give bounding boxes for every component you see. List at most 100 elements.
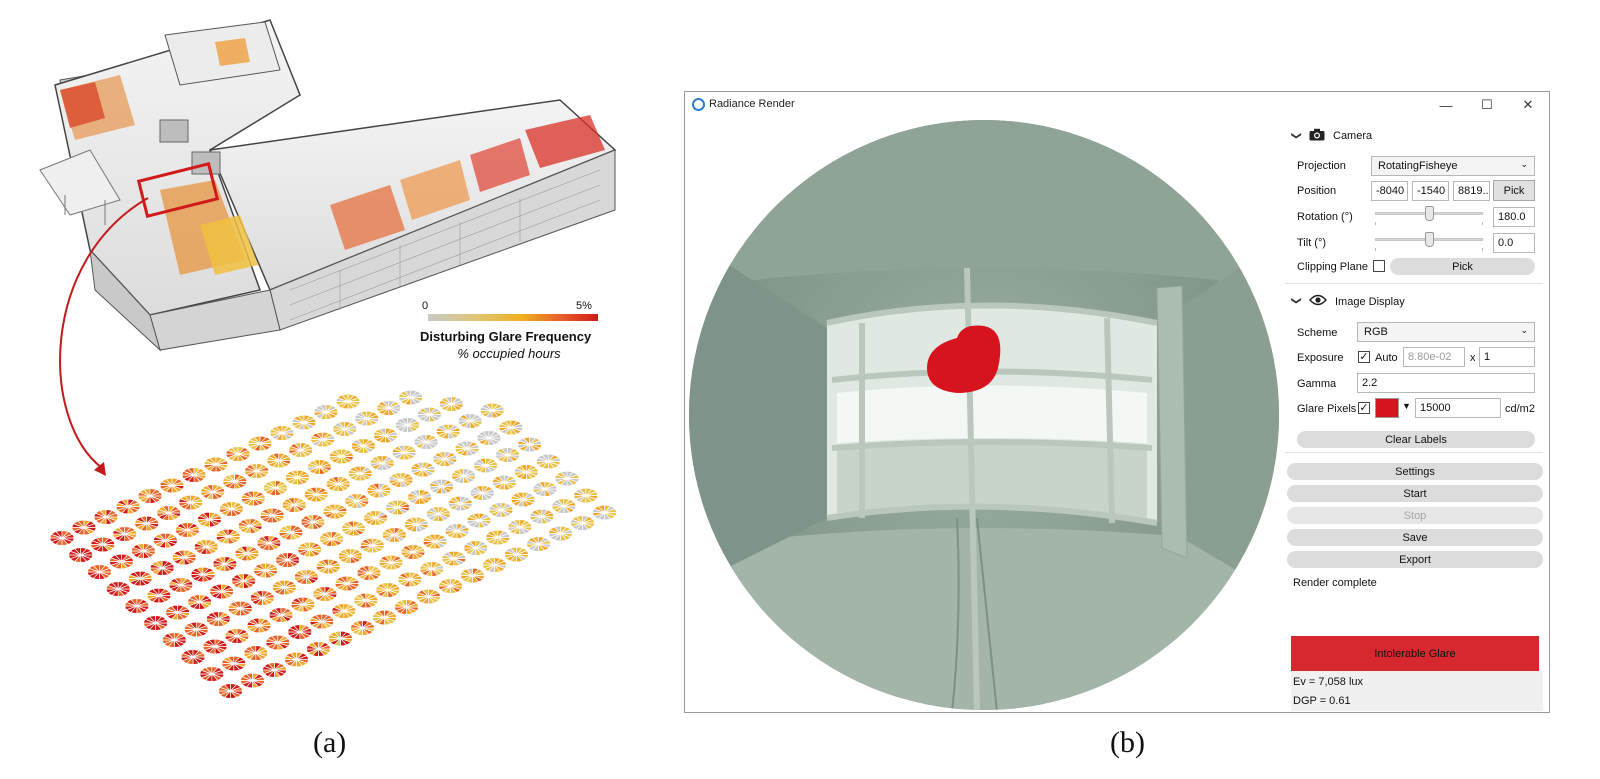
rotation-field[interactable]: 180.0 <box>1493 207 1535 227</box>
tilt-slider-thumb[interactable] <box>1424 232 1434 247</box>
sensor-pie <box>161 632 187 648</box>
fisheye-render-view[interactable] <box>687 118 1283 712</box>
position-x-field[interactable]: -8040 <box>1371 181 1408 201</box>
sensor-pie-slice <box>492 406 505 411</box>
exposure-value-field[interactable]: 8.80e-02 <box>1403 347 1465 367</box>
sensor-pie-slice <box>478 516 492 521</box>
sensor-pie-slice <box>482 488 495 494</box>
sensor-pie-slice <box>507 450 520 456</box>
position-y-field[interactable]: -1540 <box>1412 181 1449 201</box>
sensor-pie-slice <box>252 676 265 681</box>
sensor-pie-slice <box>409 575 423 580</box>
sensor-pie-slice <box>453 554 467 559</box>
sensor-pie <box>526 536 551 552</box>
sensor-pie <box>180 649 206 665</box>
sensor-pie-slice <box>538 539 551 545</box>
scheme-select[interactable]: RGB ⌄ <box>1357 322 1535 342</box>
rotation-slider[interactable] <box>1375 205 1483 225</box>
image-display-section-header[interactable]: ❯ Image Display <box>1291 294 1405 309</box>
export-button[interactable]: Export <box>1287 551 1543 568</box>
sensor-pie <box>309 613 335 630</box>
sensor-pie <box>131 543 156 559</box>
render-status: Render complete <box>1293 577 1377 589</box>
sensor-pie <box>498 419 524 436</box>
glare-color-swatch[interactable] <box>1375 398 1399 418</box>
glare-class-banner: Intolerable Glare <box>1291 636 1539 671</box>
sensor-pie-slice <box>324 589 338 595</box>
sensor-pie-slice <box>246 549 260 554</box>
callout-arrow <box>59 197 149 469</box>
sensor-pie-slice <box>231 504 244 510</box>
exposure-auto-checkbox[interactable]: ✓ <box>1358 351 1370 363</box>
sensor-pie-slice <box>360 469 373 474</box>
divider <box>1285 283 1543 284</box>
sensor-pie <box>510 491 536 508</box>
sensor-pie-slice <box>325 407 339 413</box>
sensor-pie-slice <box>162 563 175 569</box>
gamma-field[interactable]: 2.2 <box>1357 373 1535 393</box>
sensor-pie <box>476 430 502 446</box>
sensor-pie <box>244 463 270 479</box>
window-titlebar[interactable]: Radiance Render — ☐ ✕ <box>685 92 1549 118</box>
sensor-pie <box>193 539 219 555</box>
save-button[interactable]: Save <box>1287 529 1543 546</box>
clipping-pick-button[interactable]: Pick <box>1390 258 1535 275</box>
maximize-button[interactable]: ☐ <box>1481 97 1493 112</box>
sensor-pie-slice <box>363 441 376 447</box>
chevron-down-icon: ⌄ <box>1520 325 1528 335</box>
chevron-down-icon[interactable]: ▼ <box>1402 401 1411 411</box>
sensor-pie-slice <box>224 559 238 565</box>
sensor-pie-slice <box>563 501 577 507</box>
position-pick-button[interactable]: Pick <box>1493 180 1535 201</box>
sensor-pie <box>363 510 388 526</box>
sensor-pie <box>109 553 134 570</box>
sensor-pie <box>429 478 454 495</box>
sensor-pie <box>417 406 442 423</box>
sensor-pie-slice <box>193 470 207 476</box>
clipping-plane-checkbox[interactable] <box>1373 260 1385 272</box>
sensor-pie-slice <box>268 538 282 544</box>
sensor-pie-slice <box>259 439 273 444</box>
sensor-pie-slice <box>158 591 172 596</box>
sensor-pie <box>263 480 288 496</box>
glare-threshold-field[interactable]: 15000 <box>1415 398 1501 418</box>
sensor-pie-slice <box>451 399 464 405</box>
close-button[interactable]: ✕ <box>1522 97 1534 112</box>
sensor-pie <box>454 440 480 457</box>
sensor-pie-slice <box>221 587 234 592</box>
sensor-pie-slice <box>294 500 307 506</box>
sensor-pie-slice <box>230 686 243 692</box>
position-z-field[interactable]: 8819.. <box>1453 181 1490 201</box>
projection-select[interactable]: RotatingFisheye ⌄ <box>1371 156 1535 176</box>
tilt-field[interactable]: 0.0 <box>1493 233 1535 253</box>
rotation-slider-thumb[interactable] <box>1424 206 1434 221</box>
sensor-pie <box>479 402 505 419</box>
scheme-label: Scheme <box>1297 327 1338 339</box>
sensor-pie-slice <box>272 511 285 516</box>
scheme-value: RGB <box>1364 326 1388 338</box>
exposure-multiplier-field[interactable]: 1 <box>1479 347 1535 367</box>
sensor-pie <box>219 501 244 517</box>
sensor-pie <box>247 435 273 452</box>
sensor-pie-slice <box>136 601 150 607</box>
sensor-pie <box>293 569 319 585</box>
sensor-pie <box>353 592 379 609</box>
fisheye-render-image <box>689 120 1279 710</box>
sensor-pie <box>168 577 194 593</box>
sensor-pie <box>249 590 275 606</box>
glare-pixels-checkbox[interactable]: ✓ <box>1358 402 1370 414</box>
legend-min: 0 <box>422 300 429 312</box>
sensor-pie <box>284 651 309 668</box>
camera-section-header[interactable]: ❯ Camera <box>1291 128 1372 144</box>
sensor-pie <box>187 594 212 610</box>
settings-button[interactable]: Settings <box>1287 463 1543 480</box>
clear-labels-button[interactable]: Clear Labels <box>1297 431 1535 448</box>
sensor-pie-slice <box>566 474 580 479</box>
minimize-button[interactable]: — <box>1439 97 1453 113</box>
legend-max: 5% <box>576 300 592 312</box>
tilt-slider[interactable] <box>1375 231 1483 251</box>
sensor-pie-slice <box>321 617 335 622</box>
glare-unit-label: cd/m2 <box>1505 403 1535 415</box>
start-button[interactable]: Start <box>1287 485 1543 502</box>
stop-button[interactable]: Stop <box>1287 507 1543 524</box>
